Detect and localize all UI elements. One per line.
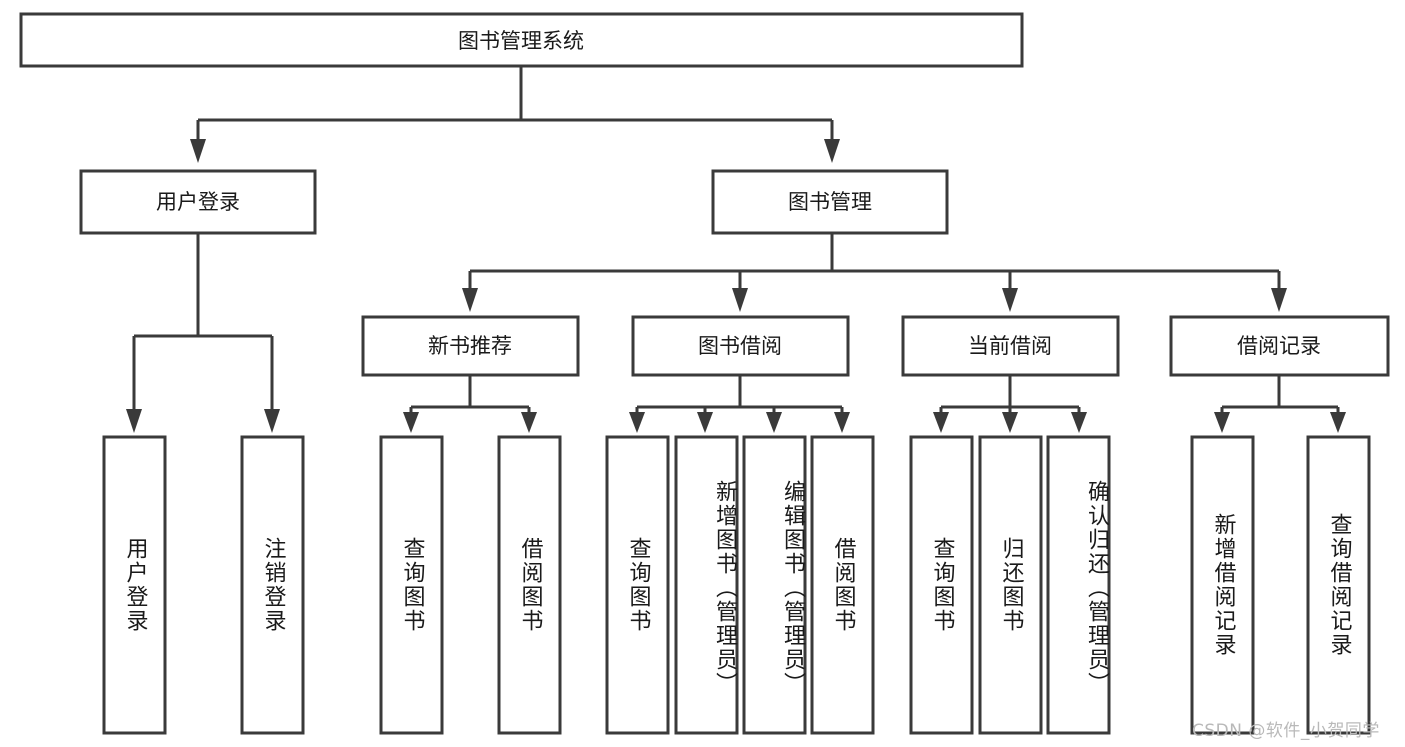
leaf-box-edit-book-admin[interactable] (742, 435, 807, 735)
leaf-box-return-book[interactable] (978, 435, 1043, 735)
node-box (631, 315, 850, 377)
csdn-watermark: CSDN @软件_小贺同学 (1192, 721, 1380, 741)
leaf-box-query-book-2[interactable] (605, 435, 670, 735)
leaf-box-borrow-book-1[interactable] (497, 435, 562, 735)
node-label: 新书推荐 (428, 334, 512, 358)
arrow-icon (824, 139, 840, 163)
node-book-borrow[interactable]: 图书借阅 (631, 315, 850, 377)
node-label: 图书管理系统 (458, 29, 584, 53)
connector-borrowrecord-to-leaves (1214, 375, 1346, 433)
node-label: 用户登录 (156, 190, 240, 214)
connector-newbook-to-leaves (403, 375, 537, 433)
connector-currentborrow-to-leaves (933, 375, 1087, 433)
node-user-login[interactable]: 用户登录 (79, 169, 317, 235)
arrow-icon (933, 412, 949, 433)
node-box (901, 315, 1120, 377)
node-book-management[interactable]: 图书管理 (711, 169, 949, 235)
node-new-book-recommend[interactable]: 新书推荐 (361, 315, 580, 377)
connector-userlogin-to-leaves (126, 233, 280, 433)
arrow-icon (697, 412, 713, 433)
arrow-icon (834, 412, 850, 433)
arrow-icon (1214, 412, 1230, 433)
node-box (361, 315, 580, 377)
arrow-icon (126, 409, 142, 433)
connector-bookborrow-to-leaves (629, 375, 850, 433)
arrow-icon (732, 288, 748, 312)
arrow-icon (1002, 412, 1018, 433)
node-root[interactable]: 图书管理系统 (19, 12, 1024, 68)
leaf-box-add-borrow-record[interactable] (1190, 435, 1255, 735)
node-current-borrow[interactable]: 当前借阅 (901, 315, 1120, 377)
leaf-box-add-book-admin[interactable] (674, 435, 739, 735)
arrow-icon (1271, 288, 1287, 312)
arrow-icon (1071, 412, 1087, 433)
arrow-icon (1002, 288, 1018, 312)
node-box (1169, 315, 1390, 377)
arrow-icon (403, 412, 419, 433)
node-label: 图书管理 (788, 190, 872, 214)
arrow-icon (264, 409, 280, 433)
arrow-icon (1330, 412, 1346, 433)
leaf-box-user-login[interactable] (102, 435, 167, 735)
arrow-icon (462, 288, 478, 312)
leaf-box-borrow-book-2[interactable] (810, 435, 875, 735)
arrow-icon (766, 412, 782, 433)
node-box (79, 169, 317, 235)
leaf-box-query-borrow-record[interactable] (1306, 435, 1371, 735)
node-label: 当前借阅 (968, 334, 1052, 358)
node-borrow-record[interactable]: 借阅记录 (1169, 315, 1390, 377)
leaf-box-confirm-return-admin[interactable] (1046, 435, 1111, 735)
node-label: 借阅记录 (1237, 334, 1321, 358)
leaf-box-logout-login[interactable] (240, 435, 305, 735)
leaf-box-query-book-1[interactable] (379, 435, 444, 735)
arrow-icon (629, 412, 645, 433)
arrow-icon (521, 412, 537, 433)
node-box (711, 169, 949, 235)
node-box (19, 12, 1024, 68)
connector-root-to-level2 (190, 66, 840, 163)
arrow-icon (190, 139, 206, 163)
leaf-box-query-book-3[interactable] (909, 435, 974, 735)
connector-bookmgmt-to-level3 (462, 233, 1287, 312)
node-label: 图书借阅 (698, 334, 782, 358)
